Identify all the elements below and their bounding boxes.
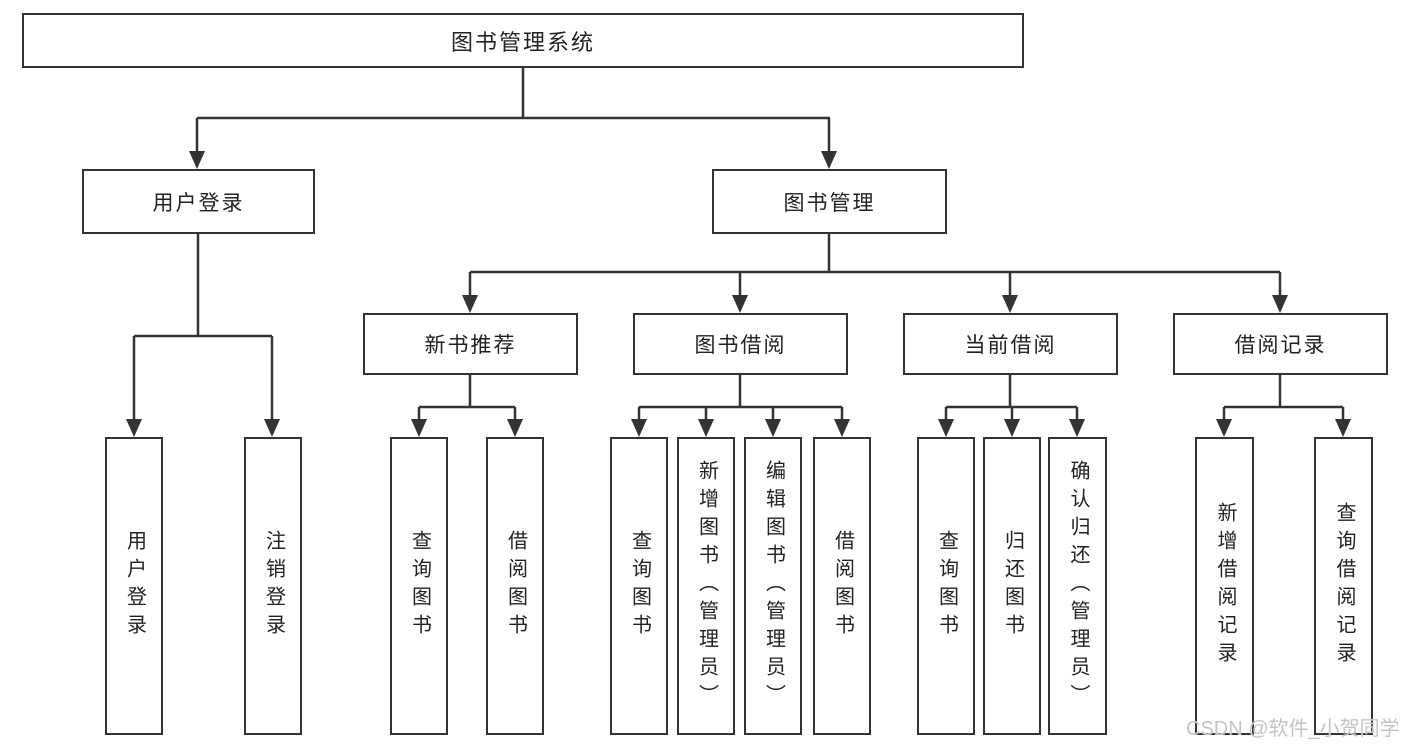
node-label: 注销登录	[262, 530, 285, 642]
node-label: 借阅记录	[1234, 334, 1327, 357]
csdn-watermark: CSDN @软件_小贺同学	[1186, 718, 1400, 740]
node-borrow-books-leaf: 借阅图书	[813, 437, 871, 735]
node-query-books-borrow: 查询图书	[610, 437, 668, 735]
node-new-book-recommend: 新书推荐	[363, 313, 578, 375]
node-label: 编辑图书（管理员）	[762, 460, 785, 712]
node-book-borrow: 图书借阅	[633, 313, 848, 375]
node-label: 图书管理	[783, 191, 876, 215]
node-book-management: 图书管理	[712, 169, 947, 234]
connector-new-book-children	[411, 375, 523, 437]
node-label: 用户登录	[152, 191, 245, 215]
node-label: 图书管理系统	[450, 29, 595, 55]
node-label: 借阅图书	[831, 530, 854, 642]
node-label: 归还图书	[1001, 530, 1024, 642]
node-library-management-system: 图书管理系统	[22, 13, 1024, 68]
node-borrow-books-recommend: 借阅图书	[486, 437, 544, 735]
node-label: 当前借阅	[964, 334, 1057, 357]
node-current-borrow: 当前借阅	[903, 313, 1118, 375]
node-return-books: 归还图书	[983, 437, 1041, 735]
node-borrow-records: 借阅记录	[1173, 313, 1388, 375]
node-label: 新书推荐	[424, 334, 517, 357]
node-confirm-return-admin: 确认归还（管理员）	[1048, 437, 1107, 735]
node-label: 新增图书（管理员）	[695, 460, 718, 712]
node-label: 查询图书	[935, 530, 958, 642]
node-label: 查询图书	[408, 530, 431, 642]
connector-book-management-children	[462, 234, 1288, 313]
connector-current-borrow-children	[938, 375, 1085, 437]
connector-book-borrow-children	[631, 375, 850, 437]
node-query-books-recommend: 查询图书	[390, 437, 448, 735]
connector-root-to-level2	[189, 68, 837, 169]
node-label: 确认归还（管理员）	[1067, 460, 1089, 712]
node-add-books-admin: 新增图书（管理员）	[677, 437, 735, 735]
node-query-borrow-record: 查询借阅记录	[1314, 437, 1373, 735]
node-query-books-current: 查询图书	[917, 437, 975, 735]
node-label: 用户登录	[123, 530, 146, 642]
node-logout: 注销登录	[244, 437, 302, 735]
node-edit-books-admin: 编辑图书（管理员）	[744, 437, 802, 735]
node-label: 图书借阅	[694, 334, 787, 357]
connector-user-login-children	[126, 234, 280, 437]
node-label: 借阅图书	[504, 530, 527, 642]
node-label: 查询借阅记录	[1333, 502, 1355, 670]
node-user-login-leaf: 用户登录	[105, 437, 163, 735]
node-add-borrow-record: 新增借阅记录	[1195, 437, 1254, 735]
connector-borrow-records-children	[1216, 375, 1351, 437]
node-user-login: 用户登录	[82, 169, 315, 234]
node-label: 查询图书	[628, 530, 651, 642]
node-label: 新增借阅记录	[1214, 502, 1236, 670]
